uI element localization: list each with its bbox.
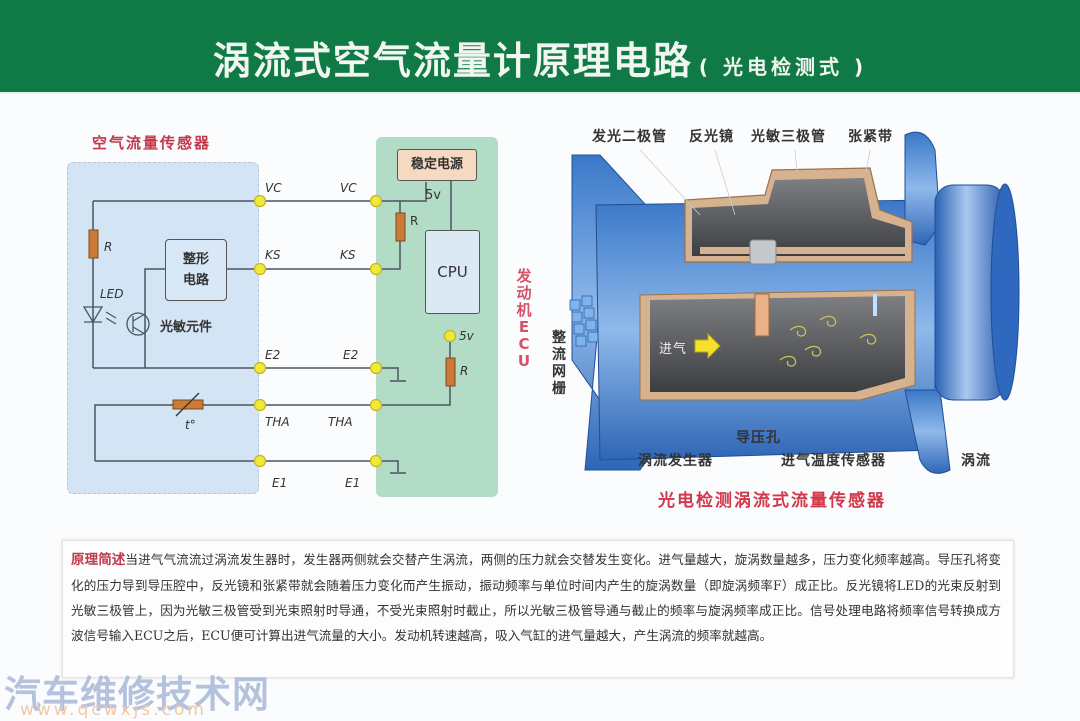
terminal-e2-sensor: E2 xyxy=(265,348,281,362)
led-icon xyxy=(82,306,117,325)
ecu-panel xyxy=(376,137,498,497)
label-photo-element: 光敏元件 xyxy=(160,320,213,335)
label-mirror: 反光镜 xyxy=(689,129,734,145)
terminal-vc-sensor: VC xyxy=(265,181,282,195)
title-main: 涡流式空气流量计原理电路 xyxy=(212,39,693,83)
ecu-label-char: E xyxy=(518,318,530,336)
terminal-e1-ecu: E1 xyxy=(345,476,361,490)
sensor-title: 空气流量传感器 xyxy=(92,134,212,152)
terminal-tha-sensor: THA xyxy=(265,415,290,429)
watermark-name: 汽车维修技术网 xyxy=(4,673,270,716)
ecu-label-char: 动 xyxy=(516,284,532,302)
label-r-sensor: R xyxy=(104,240,113,254)
label-vortex-generator: 涡流发生器 xyxy=(638,453,713,469)
label-thermistor: t° xyxy=(185,418,196,432)
terminal-e2-ecu: E2 xyxy=(343,348,359,362)
ecu-vertical-label: 发 动 机 E C U xyxy=(513,268,535,370)
shaping-circuit-box: 整形 电路 xyxy=(165,239,227,301)
grid-label-char: 栅 xyxy=(552,381,567,397)
watermark-url: www.qcwxjs.com xyxy=(20,700,207,720)
device-caption: 光电检测涡流式流量传感器 xyxy=(658,491,886,511)
ecu-label-char: 发 xyxy=(516,267,532,285)
intake-temp-sensor xyxy=(873,294,877,316)
description-panel: 原理简述当进气气流流过涡流发生器时，发生器两侧就会交替产生涡流，两侧的压力就会交… xyxy=(62,540,1014,678)
terminal-e1-sensor: E1 xyxy=(272,476,288,490)
ecu-label-char: U xyxy=(517,352,531,370)
label-led-diode: 发光二极管 xyxy=(592,129,667,145)
grid-label-char: 整 xyxy=(552,330,567,346)
resistor-r-sensor xyxy=(88,229,99,259)
resistor-r-vc xyxy=(395,212,406,242)
label-vortex: 涡流 xyxy=(961,453,991,469)
description-text: 原理简述当进气气流流过涡流发生器时，发生器两侧就会交替产生涡流，两侧的压力就会交… xyxy=(71,547,1001,648)
label-intake-temp-sensor: 进气温度传感器 xyxy=(781,453,886,469)
description-body: 当进气气流流过涡流发生器时，发生器两侧就会交替产生涡流，两侧的压力就会交替发生变… xyxy=(71,552,1001,643)
description-heading: 原理简述 xyxy=(71,552,126,568)
label-r-vc: R xyxy=(410,214,419,228)
label-rectifier-grid: 整 流 网 栅 xyxy=(552,330,568,398)
ecu-label-char: C xyxy=(518,335,530,353)
ecu-label-char: 机 xyxy=(516,301,532,319)
title-subtitle: ( 光电检测式 ) xyxy=(698,55,868,79)
vortex-swirls xyxy=(779,315,877,367)
grid-label-char: 流 xyxy=(552,347,567,363)
terminal-vc-ecu: VC xyxy=(340,181,357,195)
power-supply-box: 稳定电源 xyxy=(397,149,477,181)
label-intake: 进气 xyxy=(659,342,688,357)
label-pressure-hole: 导压孔 xyxy=(736,430,781,446)
sensor-panel xyxy=(67,162,259,494)
resistor-r-tha xyxy=(445,357,456,387)
label-5v-bottom: 5v xyxy=(459,329,474,343)
phototransistor-icon xyxy=(126,312,150,336)
shaping-label-line: 电路 xyxy=(182,273,209,288)
grid-label-char: 网 xyxy=(552,364,567,380)
terminal-tha-ecu: THA xyxy=(328,415,353,429)
rectifier-grid xyxy=(569,295,599,347)
outlet-flange xyxy=(904,131,941,246)
intake-arrow-icon xyxy=(694,332,721,360)
terminal-ks-sensor: KS xyxy=(265,248,281,262)
cpu-box: CPU xyxy=(425,230,480,314)
label-5v-top: 5v xyxy=(425,188,441,203)
title-banner: 涡流式空气流量计原理电路( 光电检测式 ) xyxy=(0,0,1080,94)
page-title: 涡流式空气流量计原理电路( 光电检测式 ) xyxy=(0,30,1080,85)
label-r-tha: R xyxy=(460,364,469,378)
label-phototransistor: 光敏三极管 xyxy=(751,129,826,145)
terminal-ks-ecu: KS xyxy=(340,248,356,262)
terminals xyxy=(253,194,457,468)
shaping-label-line: 整形 xyxy=(182,252,209,267)
label-led: LED xyxy=(100,287,124,301)
label-tension-band: 张紧带 xyxy=(848,129,893,145)
vortex-generator xyxy=(754,293,770,337)
